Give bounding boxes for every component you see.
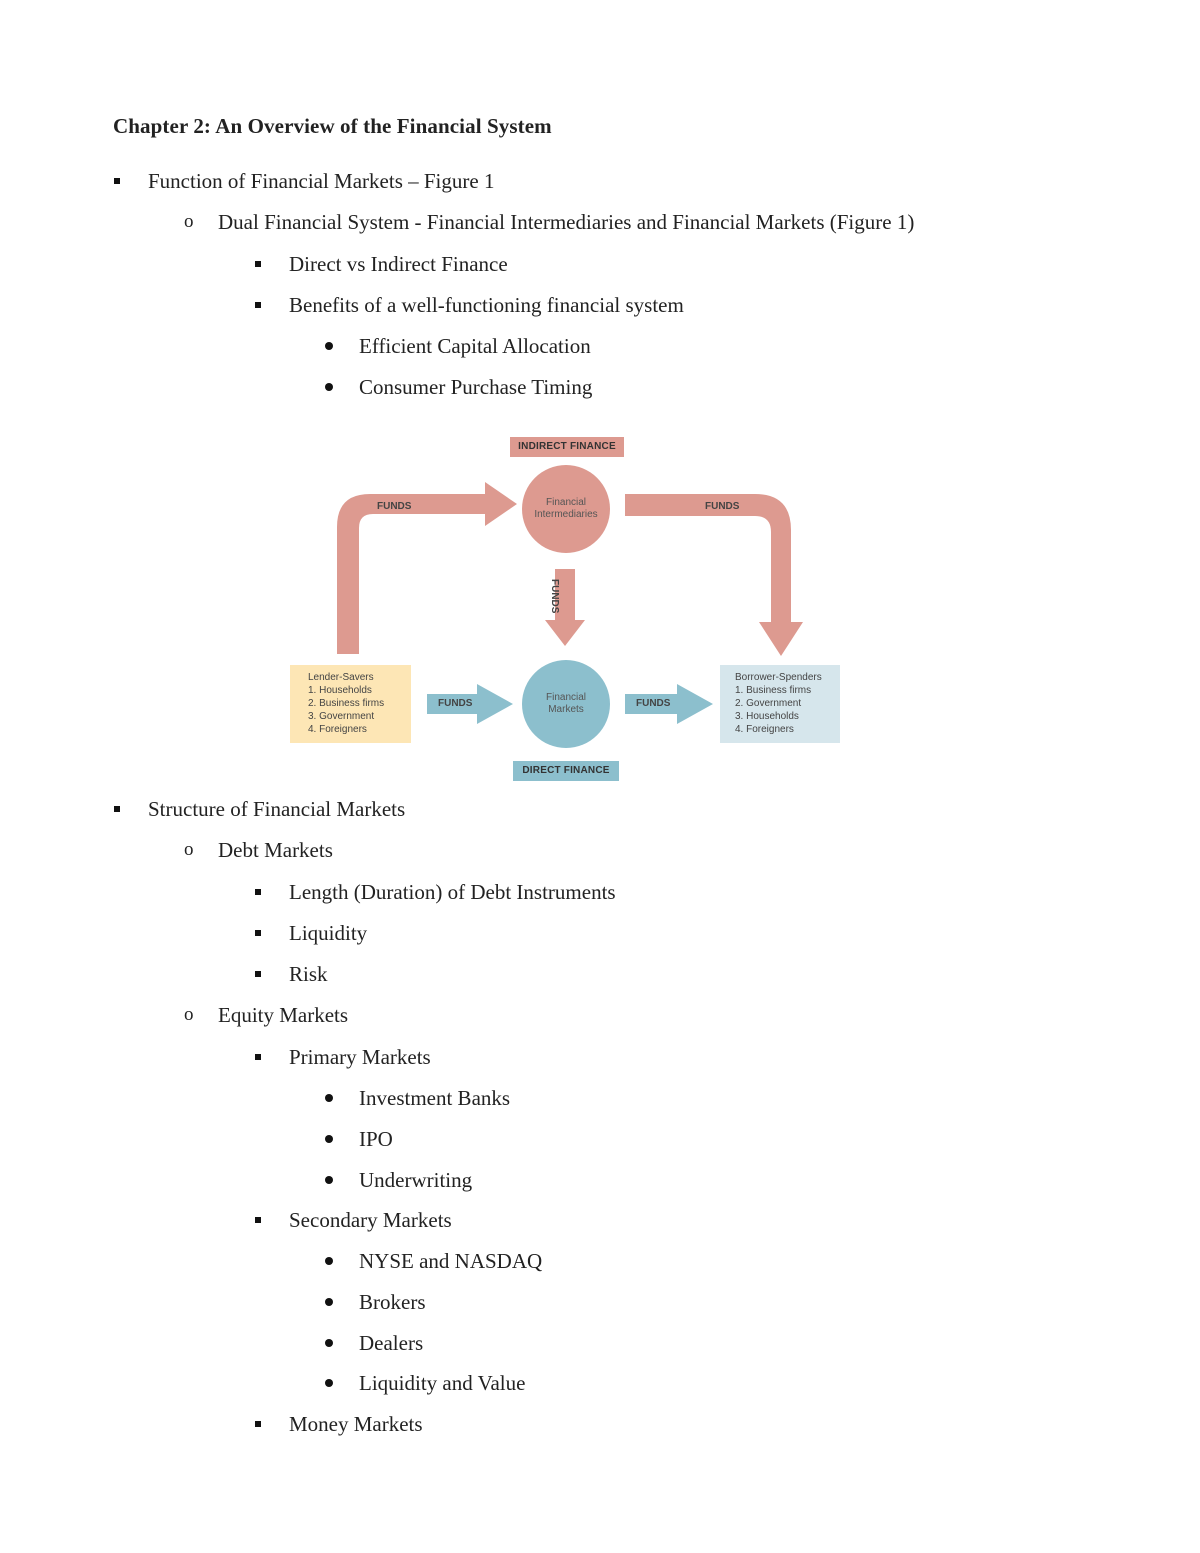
indirect-finance-box bbox=[510, 437, 624, 457]
bullet-dot-icon bbox=[325, 1085, 333, 1111]
funds-arrow-intermediaries-to-markets bbox=[545, 569, 585, 646]
lender-line: 3. Government bbox=[308, 711, 375, 722]
bullet-dot-icon bbox=[325, 1248, 333, 1274]
intermediaries-text: Financial Intermediaries bbox=[521, 497, 611, 521]
markets-line: Markets bbox=[548, 704, 584, 715]
list-item: Direct vs Indirect Finance bbox=[289, 252, 508, 276]
document-title: Chapter 2: An Overview of the Financial … bbox=[113, 114, 552, 138]
direct-finance-box bbox=[513, 761, 619, 781]
intermediaries-circle bbox=[522, 465, 610, 553]
lender-savers-list: Lender-Savers 1. Households 2. Business … bbox=[290, 665, 411, 743]
lender-line: 4. Foreigners bbox=[308, 724, 367, 735]
bullet-square-icon bbox=[255, 292, 261, 318]
list-item: Length (Duration) of Debt Instruments bbox=[289, 880, 616, 904]
subsection-heading: Dual Financial System - Financial Interm… bbox=[218, 210, 915, 234]
lender-line: 2. Business firms bbox=[308, 698, 385, 709]
borrower-spenders-list: Borrower-Spenders 1. Business firms 2. G… bbox=[720, 665, 840, 743]
bullet-dot-icon bbox=[325, 1289, 333, 1315]
list-item: Efficient Capital Allocation bbox=[359, 334, 591, 358]
funds-arrow-markets-to-borrowers bbox=[625, 684, 713, 724]
section-heading: Structure of Financial Markets bbox=[148, 797, 406, 821]
intermediaries-line: Intermediaries bbox=[534, 509, 598, 520]
list-item: Primary Markets bbox=[289, 1045, 431, 1069]
borrower-line: 3. Households bbox=[735, 711, 799, 722]
funds-arrow-lenders-to-intermediaries bbox=[337, 482, 517, 654]
list-item: Investment Banks bbox=[359, 1086, 511, 1110]
list-item: Brokers bbox=[359, 1290, 426, 1314]
figure-1-diagram: INDIRECT FINANCE DIRECT FINANCE FUNDS FU… bbox=[285, 432, 850, 787]
bullet-square-icon bbox=[114, 796, 120, 822]
bullet-circle-icon: o bbox=[184, 1004, 194, 1025]
borrower-line: 2. Government bbox=[735, 698, 802, 709]
list-item: Underwriting bbox=[359, 1168, 473, 1192]
funds-label: FUNDS bbox=[549, 579, 560, 614]
bullet-dot-icon bbox=[325, 1167, 333, 1193]
funds-label: FUNDS bbox=[377, 501, 412, 512]
markets-line: Financial bbox=[545, 692, 587, 703]
bullet-square-icon bbox=[255, 1044, 261, 1070]
list-item: Consumer Purchase Timing bbox=[359, 375, 593, 399]
bullet-dot-icon bbox=[325, 1330, 333, 1356]
borrower-line: Borrower-Spenders bbox=[735, 672, 822, 683]
borrower-box bbox=[720, 665, 840, 743]
bullet-square-icon bbox=[255, 1411, 261, 1437]
list-item: Risk bbox=[289, 962, 328, 986]
markets-circle bbox=[522, 660, 610, 748]
bullet-square-icon bbox=[255, 1207, 261, 1233]
list-item: Liquidity and Value bbox=[359, 1371, 526, 1395]
funds-label: FUNDS bbox=[636, 698, 671, 709]
list-item: Liquidity bbox=[289, 921, 368, 945]
subsection-heading: Equity Markets bbox=[218, 1003, 349, 1027]
funds-label: FUNDS bbox=[705, 501, 740, 512]
lender-box bbox=[290, 665, 411, 743]
funds-arrow-intermediaries-to-borrowers bbox=[625, 494, 803, 656]
borrower-line: 1. Business firms bbox=[735, 685, 812, 696]
borrower-line: 4. Foreigners bbox=[735, 724, 794, 735]
list-item: Secondary Markets bbox=[289, 1208, 452, 1232]
section-heading: Function of Financial Markets – Figure 1 bbox=[148, 169, 495, 193]
bullet-square-icon bbox=[255, 920, 261, 946]
bullet-square-icon bbox=[255, 251, 261, 277]
markets-text: Financial Markets bbox=[521, 692, 611, 716]
bullet-square-icon bbox=[255, 961, 261, 987]
bullet-dot-icon bbox=[325, 1126, 333, 1152]
intermediaries-line: Financial bbox=[545, 497, 587, 508]
direct-finance-label: DIRECT FINANCE bbox=[522, 765, 610, 776]
list-item: Dealers bbox=[359, 1331, 424, 1355]
lender-line: Lender-Savers bbox=[308, 672, 374, 683]
bullet-square-icon bbox=[114, 168, 120, 194]
bullet-square-icon bbox=[255, 879, 261, 905]
subsection-heading: Debt Markets bbox=[218, 838, 333, 862]
list-item: Money Markets bbox=[289, 1412, 423, 1436]
list-item: Benefits of a well-functioning financial… bbox=[289, 293, 684, 317]
bullet-circle-icon: o bbox=[184, 839, 194, 860]
funds-arrow-lenders-to-markets bbox=[427, 684, 513, 724]
list-item: NYSE and NASDAQ bbox=[359, 1249, 543, 1273]
funds-label: FUNDS bbox=[438, 698, 473, 709]
diagram-arrows bbox=[290, 437, 840, 781]
list-item: IPO bbox=[359, 1127, 393, 1151]
lender-line: 1. Households bbox=[308, 685, 372, 696]
bullet-dot-icon bbox=[325, 1370, 333, 1396]
indirect-finance-label: INDIRECT FINANCE bbox=[518, 441, 616, 452]
bullet-circle-icon: o bbox=[184, 211, 194, 232]
bullet-dot-icon bbox=[325, 333, 333, 359]
bullet-dot-icon bbox=[325, 374, 333, 400]
